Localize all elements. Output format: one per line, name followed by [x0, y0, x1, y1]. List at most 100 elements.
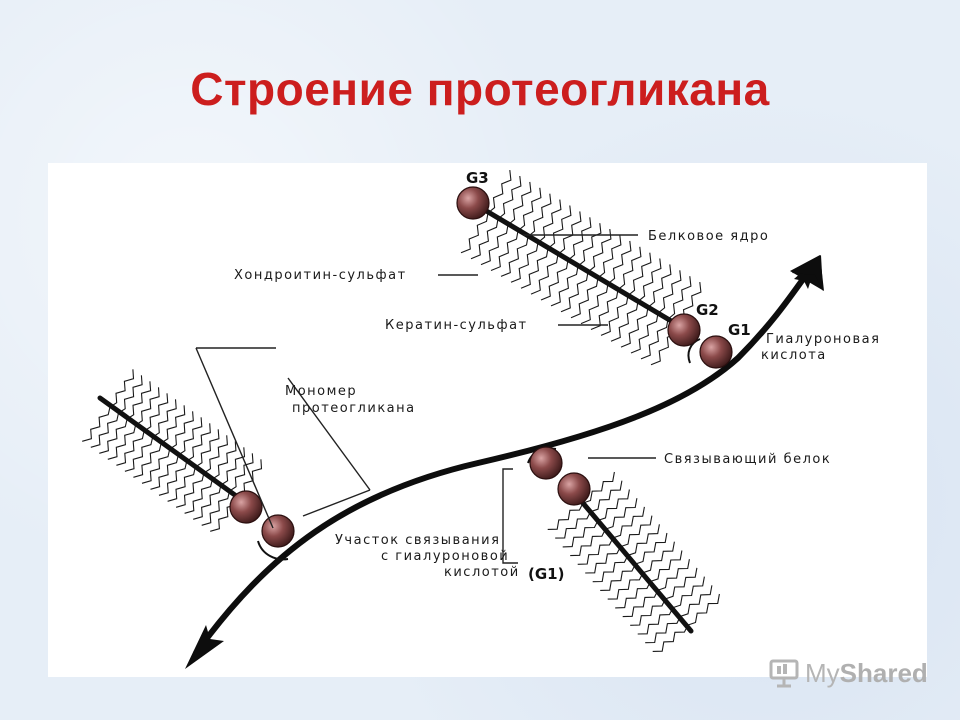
gag-chain: [507, 181, 532, 226]
gag-chain: [587, 229, 612, 273]
gag-chain: [118, 375, 143, 414]
gag-chain: [160, 405, 186, 444]
binding-site-label-1: Участок связывания: [335, 533, 500, 548]
gag-chain: [175, 472, 205, 508]
gag-chain: [520, 248, 549, 289]
protein-core-top: [470, 200, 691, 334]
watermark-brand-light: My: [805, 657, 840, 688]
gag-chain: [620, 307, 649, 348]
gag-chain: [607, 240, 632, 285]
gag-chain: [141, 448, 171, 484]
gag-chain: [177, 417, 203, 456]
g1-label: G1: [728, 321, 751, 339]
gag-chain: [158, 460, 188, 496]
gag-chain: [124, 436, 154, 472]
gag-chain: [580, 283, 609, 325]
g1-domain-sphere: [699, 335, 733, 369]
protein-core-label: Белковое ядро: [648, 229, 769, 244]
gag-chain: [562, 520, 599, 548]
g2-domain-sphere: [667, 313, 701, 347]
gag-chain: [550, 266, 579, 307]
gag-chain: [627, 524, 660, 556]
gag-chain: [517, 187, 542, 232]
gag-chain: [530, 254, 559, 295]
gag-chain: [650, 550, 683, 582]
watermark-text: MyShared: [805, 658, 928, 689]
gag-chain: [672, 576, 705, 609]
glycosaminoglycan-chains: [82, 170, 720, 652]
gag-chain: [592, 555, 629, 583]
gag-chain: [109, 369, 135, 408]
g2-domain-sphere-bottom: [557, 472, 591, 506]
leader-lines: [195, 234, 656, 564]
link-protein-label: Связывающий белок: [664, 452, 831, 467]
gag-chain: [133, 442, 162, 478]
diagram-panel: G3 G2 G1 (G1) Белковое ядро Хондроитин-с…: [48, 163, 927, 677]
gag-chain: [600, 563, 636, 591]
gag-chain: [645, 616, 681, 644]
g2-label: G2: [696, 301, 719, 319]
gag-chain: [480, 224, 509, 266]
gag-chain: [537, 199, 562, 243]
gag-chain: [555, 511, 591, 539]
gag-chain: [107, 424, 137, 460]
keratin-sulfate-label: Кератин-сульфат: [385, 318, 528, 333]
gag-chain: [143, 393, 169, 432]
gag-chain: [605, 498, 638, 530]
gag-chain: [627, 252, 652, 296]
gag-chain: [500, 236, 529, 277]
gag-chain: [582, 471, 615, 504]
g1-domain-sphere-bottom: [529, 446, 563, 480]
gag-chain: [195, 429, 220, 468]
gag-chain: [90, 412, 120, 448]
hyaluronic-acid-label-2: кислота: [761, 348, 827, 363]
gag-chain: [622, 589, 659, 618]
arrowhead-bottom: [185, 625, 224, 669]
gag-chain: [152, 399, 177, 438]
hyaluronic-acid-label-1: Гиалуроновая: [766, 332, 880, 347]
gag-chain: [635, 532, 668, 565]
gag-chain: [617, 246, 642, 291]
g2-domain-sphere-left: [229, 490, 263, 524]
proteoglycan-diagram: G3 G2 G1 (G1) Белковое ядро Хондроитин-с…: [82, 169, 880, 669]
gag-chain: [135, 387, 160, 426]
gag-chain: [540, 260, 569, 301]
binding-site-label-2: с гиалуроновой: [381, 549, 509, 564]
gag-chain: [567, 217, 592, 261]
gag-chain: [126, 381, 152, 420]
gag-chain: [186, 423, 211, 462]
gag-chain: [667, 276, 692, 320]
protein-core-bottom: [563, 480, 694, 634]
gag-chain: [630, 313, 659, 354]
gag-chain: [577, 223, 602, 267]
hyaluronic-acid-backbone: [193, 265, 814, 656]
gag-chain: [167, 466, 196, 502]
gag-chain: [212, 441, 237, 480]
gag-chain: [560, 271, 589, 313]
presentation-board-icon: [769, 659, 799, 688]
gag-chain: [652, 624, 689, 652]
gag-chain: [600, 295, 629, 336]
gag-chain: [642, 541, 675, 574]
gag-chain: [640, 319, 669, 360]
gag-chain: [680, 585, 713, 617]
gag-chain: [470, 218, 499, 260]
gag-chain: [577, 537, 614, 565]
gag-chain: [687, 593, 720, 626]
gag-chain: [547, 502, 584, 530]
gag-chain: [557, 211, 582, 255]
gag-chain: [657, 270, 682, 314]
monomer-label-1: Мономер: [285, 384, 357, 399]
gag-chain: [220, 447, 246, 486]
gag-chain: [647, 264, 672, 308]
gag-chain: [193, 484, 222, 520]
gag-chain: [229, 453, 254, 492]
gag-chain: [620, 515, 653, 548]
binding-site-label-3: кислотой: [444, 565, 520, 580]
gag-chain: [150, 454, 179, 490]
gag-chain: [637, 607, 674, 635]
gag-chain: [590, 480, 623, 513]
gag-chain: [597, 234, 622, 279]
gag-chain: [630, 598, 666, 626]
gag-chain: [527, 193, 552, 238]
